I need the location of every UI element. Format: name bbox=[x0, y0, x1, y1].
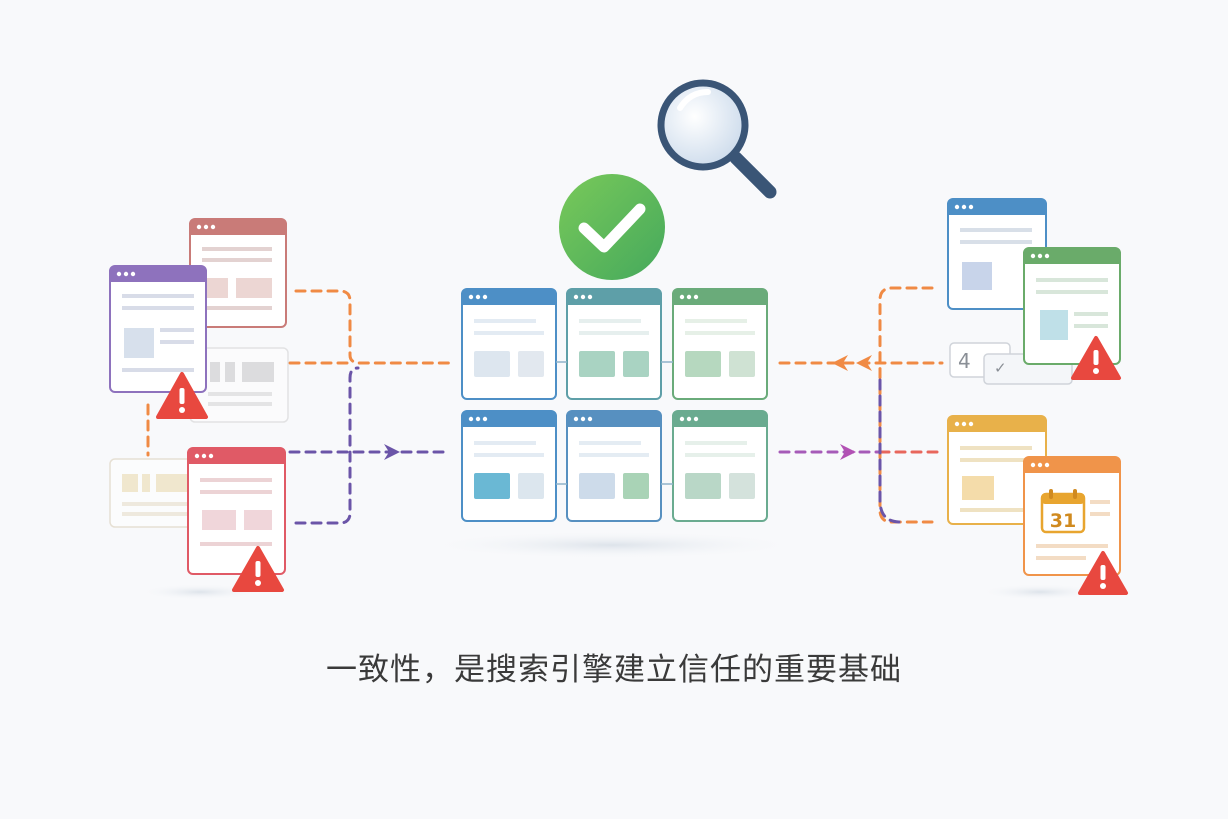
left-window-purple bbox=[109, 265, 207, 393]
left-cluster bbox=[109, 218, 289, 592]
center-window bbox=[672, 410, 768, 522]
right-connectors bbox=[778, 286, 944, 524]
center-shadow bbox=[422, 531, 802, 559]
left-faded-window-top bbox=[189, 347, 289, 423]
left-shadow bbox=[140, 584, 260, 600]
warning-icon bbox=[1071, 336, 1121, 380]
right-cluster: 4 ✓ bbox=[947, 198, 1128, 595]
check-mark-icon: ✓ bbox=[994, 359, 1007, 377]
center-window bbox=[672, 288, 768, 400]
right-window-green bbox=[1023, 247, 1121, 365]
center-grid bbox=[461, 288, 768, 522]
right-purple-arrow bbox=[840, 444, 856, 460]
left-purple-line bbox=[294, 366, 360, 525]
center-window bbox=[461, 288, 557, 400]
warning-icon bbox=[232, 546, 284, 592]
left-purple-arrow bbox=[384, 444, 400, 460]
magnifier-icon bbox=[657, 79, 777, 199]
caption-text: 一致性，是搜索引擎建立信任的重要基础 bbox=[326, 652, 902, 688]
left-window-brown bbox=[189, 218, 287, 328]
warning-icon bbox=[156, 372, 208, 419]
left-window-red bbox=[187, 447, 286, 575]
calendar-day: 31 bbox=[1050, 510, 1076, 532]
left-faded-window-bottom bbox=[109, 458, 201, 528]
right-orange-arrow-2 bbox=[856, 355, 872, 371]
right-orange-line bbox=[878, 286, 934, 524]
center-window bbox=[566, 288, 662, 400]
calendar-icon: 31 bbox=[1040, 489, 1086, 534]
center-window bbox=[461, 410, 557, 522]
right-orange-arrow-1 bbox=[832, 355, 848, 371]
right-window-orange: 31 bbox=[1023, 456, 1121, 576]
check-badge-icon bbox=[559, 174, 665, 280]
right-window-blue bbox=[947, 198, 1047, 310]
right-shadow bbox=[980, 584, 1100, 600]
right-window-yellow bbox=[947, 415, 1047, 525]
left-connectors bbox=[146, 289, 452, 525]
small-card-number: 4 bbox=[958, 349, 971, 373]
right-purple-loop bbox=[878, 378, 902, 524]
warning-icon bbox=[1078, 551, 1128, 595]
left-orange-line bbox=[294, 289, 452, 365]
center-window bbox=[566, 410, 662, 522]
